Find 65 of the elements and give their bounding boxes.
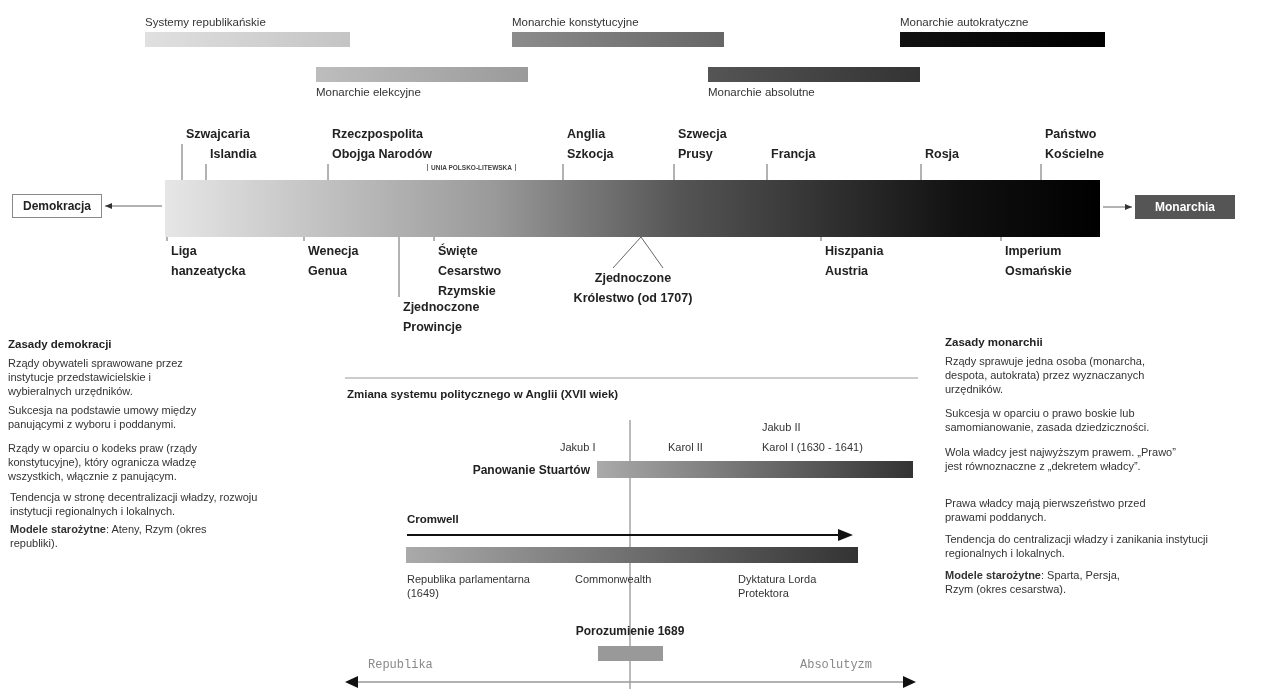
country-label: Liga hanzeatycka: [166, 241, 271, 281]
leader-line: [612, 236, 664, 269]
label-box: Demokracja: [12, 194, 103, 218]
text-paragraph: Jakub I: [560, 440, 596, 454]
leader-line: [673, 163, 675, 181]
bar-label: Monarchie konstytucyjne: [512, 16, 640, 28]
text-paragraph: Modele starożytne: Ateny, Rzym (okres republiki).: [10, 522, 208, 550]
bar-label: Panowanie Stuartów: [471, 462, 590, 477]
leader-line: [1040, 163, 1042, 181]
country-label: Islandia: [205, 144, 257, 164]
leader-line: [205, 163, 207, 181]
bar-label: Monarchie autokratyczne: [900, 16, 1030, 28]
text-paragraph: Rządy w oparciu o kodeks praw (rządy konstytucyjne), który ogranicza władzę wszystkich, włącznie z panującym.: [8, 441, 198, 483]
leader-line: [562, 163, 564, 181]
country-label: Imperium Osmańskie: [1000, 241, 1095, 281]
leader-line: [398, 236, 400, 298]
arrow: [1102, 204, 1133, 210]
text-paragraph: Tendencja w stronę decentralizacji władzy, rozwoju instytucji regionalnych i lokalnych.: [10, 490, 259, 518]
text-paragraph: Karol I (1630 - 1641): [762, 440, 863, 454]
text-paragraph: Prawa władcy mają pierwszeństwo przed prawami poddanych.: [945, 496, 1147, 524]
text-paragraph: Rządy sprawuje jedna osoba (monarcha, despota, autokrata) przez wyznaczanych urzędników.: [945, 354, 1146, 396]
gradient-bar: [406, 547, 858, 563]
text-paragraph: Rządy obywateli sprawowane przez instytucje przedstawicielskie i wybieralnych urzędników.: [8, 356, 184, 398]
country-label: Szwecja Prusy: [673, 124, 738, 164]
bar-label: Monarchie absolutne: [708, 86, 816, 98]
text-paragraph: Wola władcy jest najwyższym prawem. „Prawo” jest równoznaczne z „dekretem władcy”.: [945, 445, 1177, 473]
bar-label: Monarchie elekcyjne: [316, 86, 422, 98]
country-label: Państwo Kościelne: [1040, 124, 1125, 164]
text-paragraph: Karol II: [668, 440, 703, 454]
section-heading: Cromwell: [407, 513, 459, 525]
leader-line: [766, 163, 768, 181]
leader-line: [1000, 236, 1002, 242]
arrow: [104, 203, 163, 209]
country-label: Rzeczpospolita Obojga Narodów: [327, 124, 457, 164]
label-box: Monarchia: [1135, 195, 1235, 219]
text-paragraph: Republika parlamentarna (1649): [407, 572, 531, 600]
text-paragraph: Jakub II: [762, 420, 801, 434]
country-label: Wenecja Genua: [303, 241, 378, 281]
country-label: Rosja: [920, 144, 960, 164]
section-heading: Zmiana systemu politycznego w Anglii (XVII wiek): [347, 388, 619, 400]
country-label: Francja: [766, 144, 816, 164]
text-paragraph: Sukcesja na podstawie umowy między panującymi z wyboru i poddanymi.: [8, 403, 198, 431]
text-paragraph: Dyktatura Lorda Protektora: [738, 572, 818, 600]
text-paragraph: Sukcesja w oparciu o prawo boskie lub samomianowanie, zasada dziedziczności.: [945, 406, 1151, 434]
country-label: Anglia Szkocja: [562, 124, 627, 164]
country-label: Zjednoczone Królestwo (od 1707): [573, 268, 693, 308]
leader-line: [920, 163, 922, 181]
section-heading: Zasady demokracji: [8, 338, 112, 350]
text-paragraph: Tendencja do centralizacji władzy i zanikania instytucji regionalnych i lokalnych.: [945, 532, 1209, 560]
bar-label: Porozumienie 1689: [574, 624, 686, 638]
leader-line: [327, 163, 329, 181]
section-heading: Zasady monarchii: [945, 336, 1043, 348]
axis-label: Republika: [368, 658, 433, 672]
leader-line: [181, 143, 183, 181]
leader-line: [433, 236, 435, 242]
text-paragraph: Commonwealth: [575, 572, 652, 586]
country-label: Hiszpania Austria: [820, 241, 910, 281]
country-label: Szwajcaria: [181, 124, 250, 144]
gradient-bar: [165, 180, 1100, 237]
text-paragraph: Modele starożytne: Sparta, Persja, Rzym (okres cesarstwa).: [945, 568, 1121, 596]
leader-line: [166, 236, 168, 242]
leader-line: [303, 236, 305, 242]
leader-line: [820, 236, 822, 242]
bar-label: Systemy republikańskie: [145, 16, 267, 28]
axis-label: Absolutyzm: [800, 658, 872, 672]
